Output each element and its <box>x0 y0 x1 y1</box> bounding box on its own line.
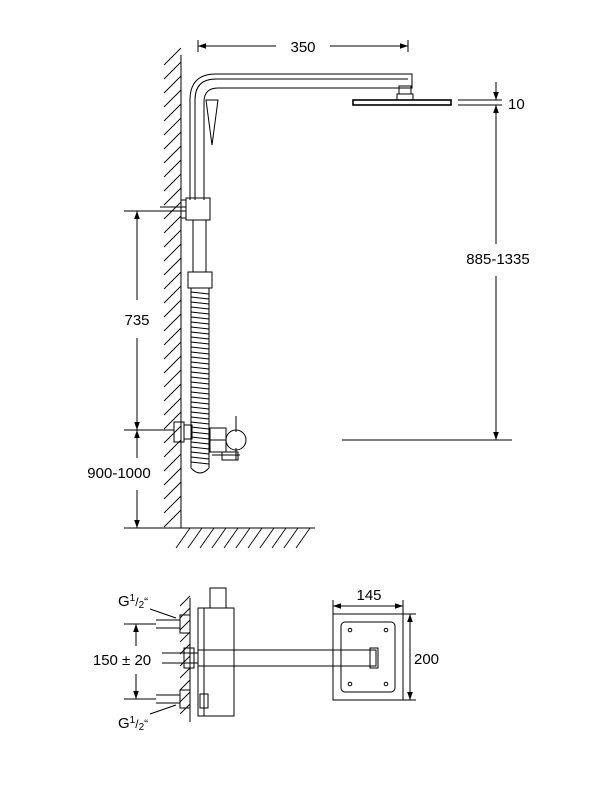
inlet-bottom-label: G1/2“ <box>118 704 177 733</box>
plate-width-label: 145 <box>356 587 381 604</box>
dimension-head-height: 885-1335 <box>342 105 530 441</box>
mixer-valve <box>173 416 247 461</box>
inlet-spacing-label: 150 ± 20 <box>93 652 151 669</box>
inlet-top-label: G1/2“ <box>118 593 177 619</box>
svg-text:G1/2“: G1/2“ <box>118 715 148 733</box>
wall-hatching <box>163 47 315 549</box>
head-thickness-label: 10 <box>508 96 525 113</box>
dimension-plate-height: 200 <box>403 613 439 701</box>
dimension-valve-height: 900-1000 <box>87 430 181 529</box>
side-view: 350 10 885-1335 735 9 <box>87 39 530 549</box>
dimension-plate-width: 145 <box>332 587 404 614</box>
dimension-bar-height: 735 <box>124 210 174 431</box>
dimension-inlet-spacing: 150 ± 20 <box>93 623 156 700</box>
plate-height-label: 200 <box>414 651 439 668</box>
head-height-label: 885-1335 <box>466 251 529 268</box>
cover-plate-view: 145 200 <box>332 587 439 701</box>
valve-height-label: 900-1000 <box>87 465 150 482</box>
shower-riser <box>189 73 413 200</box>
svg-text:G1/2“: G1/2“ <box>118 593 148 611</box>
shower-head <box>352 85 452 106</box>
dimension-arm-length: 350 <box>197 39 409 56</box>
dimension-head-thickness: 10 <box>458 82 525 113</box>
upper-wall-bracket <box>160 197 211 221</box>
flexible-hose <box>190 288 210 474</box>
valve-detail-view: G1/2“ G1/2“ 150 ± 20 <box>93 587 379 733</box>
arm-length-label: 350 <box>290 39 315 56</box>
lower-riser <box>187 220 213 289</box>
bar-height-label: 735 <box>124 312 149 329</box>
